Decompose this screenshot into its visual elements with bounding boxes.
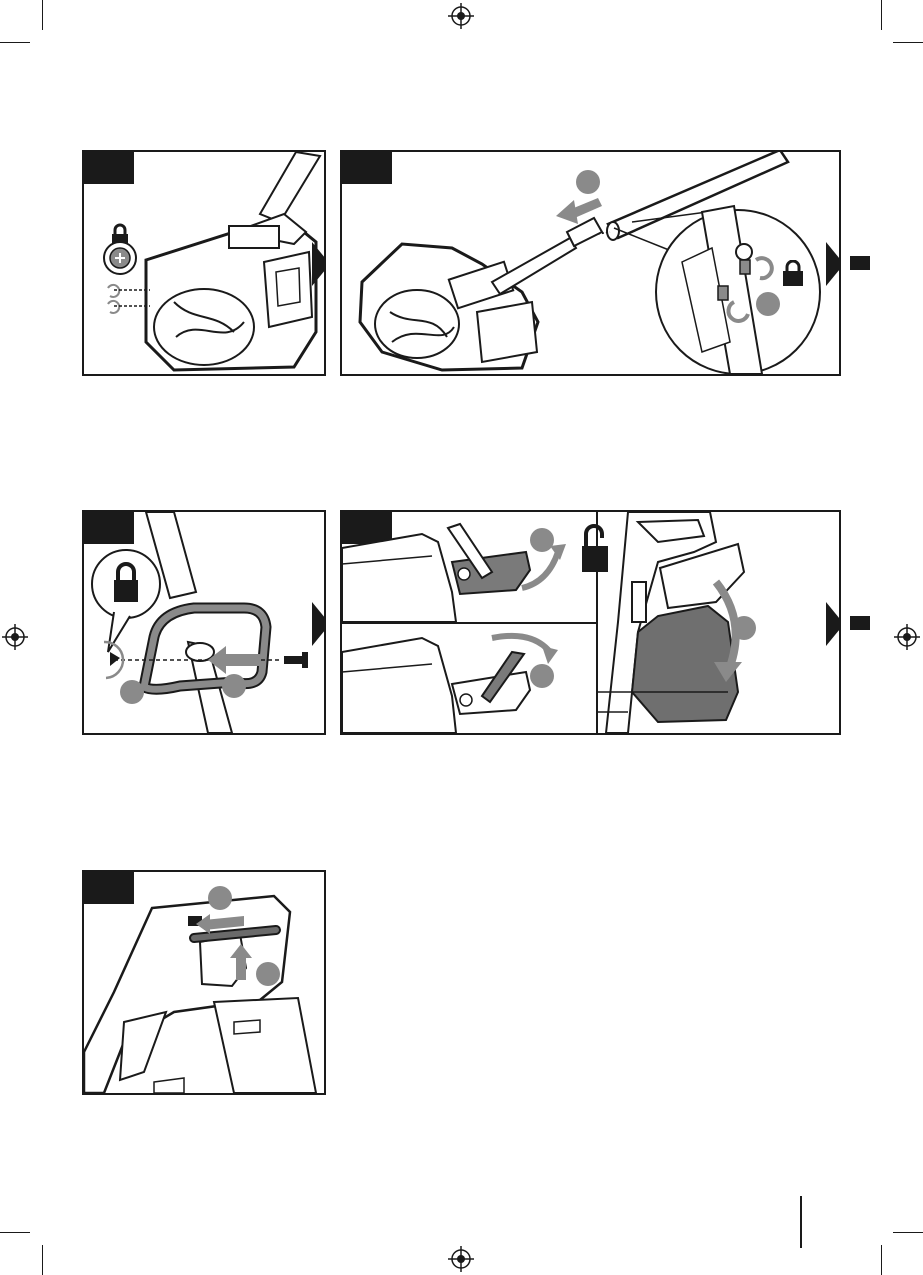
screw-icon — [102, 240, 138, 276]
figure-5-panel — [82, 870, 326, 1095]
crop-mark — [893, 1232, 923, 1233]
crop-mark — [42, 1245, 43, 1275]
figure-2-panel — [340, 150, 841, 376]
crop-mark — [42, 0, 43, 30]
crop-mark — [0, 42, 30, 43]
continuation-marker — [850, 256, 870, 270]
registration-mark-icon — [448, 3, 474, 29]
registration-mark-icon — [894, 624, 920, 650]
crop-mark — [881, 1245, 882, 1275]
shaft-insertion-illustration — [342, 152, 839, 374]
next-step-arrow-icon — [826, 242, 841, 286]
crop-mark — [0, 1232, 30, 1233]
figure-4-panel — [340, 510, 841, 735]
next-step-arrow-icon — [826, 602, 841, 646]
registration-mark-icon — [2, 624, 28, 650]
crop-mark — [881, 0, 882, 30]
continuation-marker — [850, 616, 870, 630]
page-number-divider — [800, 1196, 802, 1248]
registration-mark-icon — [448, 1246, 474, 1272]
crop-mark — [893, 42, 923, 43]
chute-lever-illustration — [342, 512, 596, 733]
handle-release-illustration — [84, 872, 324, 1093]
figure-3-panel — [82, 510, 326, 735]
chute-deflector-illustration — [598, 512, 839, 733]
lock-icon — [780, 260, 806, 288]
handle-bolt-illustration — [84, 512, 324, 733]
next-step-arrow-icon — [312, 242, 326, 286]
figure-1-panel — [82, 150, 326, 376]
next-step-arrow-icon — [312, 602, 326, 646]
rotation-arrow-icon — [102, 276, 152, 316]
